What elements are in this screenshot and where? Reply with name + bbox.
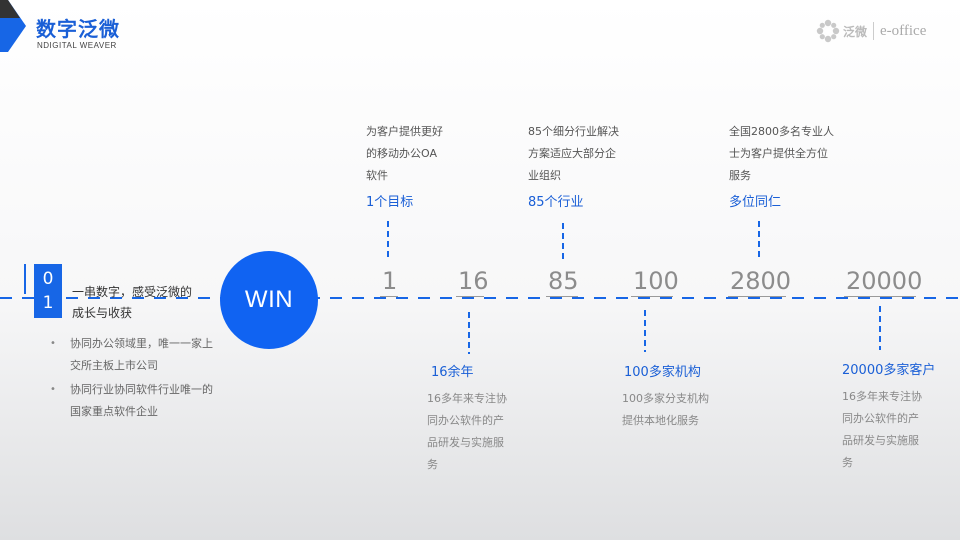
metric-underline <box>456 296 484 297</box>
metric-number-85: 85 <box>548 267 579 295</box>
callout-desc-line: 品研发与实施服 <box>427 436 504 449</box>
callout-desc-line: 务 <box>427 458 438 471</box>
callout-desc-line: 务 <box>842 456 853 469</box>
connector-line <box>387 221 389 261</box>
metric-underline <box>631 296 673 297</box>
metric-number-16: 16 <box>458 267 489 295</box>
metric-underline <box>546 296 578 297</box>
callout-bottom-3: 20000多家客户 16多年来专注协 同办公软件的产 品研发与实施服 务 <box>842 362 952 474</box>
callout-desc-line: 的移动办公OA <box>366 147 437 160</box>
bullet-item: •协同行业协同软件行业唯一的国家重点软件企业 <box>50 379 220 423</box>
callout-desc-line: 品研发与实施服 <box>842 434 919 447</box>
callout-top-3: 全国2800多名专业人 士为客户提供全方位 服务 多位同仁 <box>729 121 859 212</box>
callout-desc-line: 100多家分支机构 <box>622 392 709 405</box>
callout-bottom-2: 100多家机构 100多家分支机构 提供本地化服务 <box>622 364 742 432</box>
callout-desc-line: 业组织 <box>528 169 561 182</box>
callout-label: 20000多家客户 <box>842 363 936 378</box>
company-logo: 泛微 e-office <box>815 18 926 44</box>
callout-desc-line: 服务 <box>729 169 751 182</box>
section-digit-1: 0 <box>42 269 54 289</box>
callout-top-1: 为客户提供更好 的移动办公OA 软件 1个目标 <box>366 121 476 212</box>
logo-divider <box>873 22 875 40</box>
bullet-item: •协同办公领域里，唯一一家上交所主板上市公司 <box>50 333 220 377</box>
callout-label: 1个目标 <box>366 195 414 210</box>
callout-desc-line: 软件 <box>366 169 388 182</box>
callout-desc-line: 16多年来专注协 <box>427 392 507 405</box>
metric-underline <box>380 296 398 297</box>
callout-desc-line: 同办公软件的产 <box>427 414 504 427</box>
timeline-line <box>0 297 960 299</box>
logo-en-text: e-office <box>880 22 927 39</box>
section-edge-bar <box>24 264 26 294</box>
connector-line <box>758 221 760 261</box>
callout-desc-line: 方案适应大部分企 <box>528 147 616 160</box>
corner-chevron-icon <box>0 0 26 52</box>
metric-number-1: 1 <box>382 267 398 295</box>
connector-line <box>468 312 470 354</box>
metric-number-20000: 20000 <box>846 267 923 295</box>
section-intro: 一串数字，感受泛微的成长与收获 <box>72 285 193 320</box>
section-number-box: 0 1 <box>34 264 62 318</box>
callout-label: 85个行业 <box>528 195 584 210</box>
bullet-text: 协同办公领域里，唯一一家上交所主板上市公司 <box>70 337 213 372</box>
win-circle: WIN <box>220 251 318 349</box>
callout-desc-line: 士为客户提供全方位 <box>729 147 828 160</box>
bullet-text: 协同行业协同软件行业唯一的国家重点软件企业 <box>70 383 213 418</box>
callout-desc-line: 全国2800多名专业人 <box>729 125 834 138</box>
callout-desc-line: 为客户提供更好 <box>366 125 443 138</box>
callout-top-2: 85个细分行业解决 方案适应大部分企 业组织 85个行业 <box>528 121 648 212</box>
logo-cn-text: 泛微 <box>843 24 868 39</box>
metric-underline <box>844 296 916 297</box>
brand-title: 数字泛微 <box>36 17 120 41</box>
callout-label: 16余年 <box>431 365 474 380</box>
callout-desc-line: 提供本地化服务 <box>622 414 699 427</box>
flower-logo-icon <box>816 19 840 43</box>
section-digit-2: 1 <box>42 293 54 313</box>
callout-desc-line: 16多年来专注协 <box>842 390 922 403</box>
callout-desc-line: 同办公软件的产 <box>842 412 919 425</box>
metric-number-2800: 2800 <box>730 267 792 295</box>
brand-subtitle: NDIGITAL WEAVER <box>37 41 117 50</box>
connector-line <box>562 223 564 263</box>
callout-bottom-1: 16余年 16多年来专注协 同办公软件的产 品研发与实施服 务 <box>427 364 537 476</box>
callout-label: 100多家机构 <box>624 365 701 380</box>
callout-desc-line: 85个细分行业解决 <box>528 125 619 138</box>
connector-line <box>644 310 646 352</box>
metric-underline <box>728 296 786 297</box>
callout-label: 多位同仁 <box>729 195 782 210</box>
connector-line <box>879 306 881 350</box>
bullet-list: •协同办公领域里，唯一一家上交所主板上市公司 •协同行业协同软件行业唯一的国家重… <box>50 333 220 423</box>
metric-number-100: 100 <box>633 267 679 295</box>
